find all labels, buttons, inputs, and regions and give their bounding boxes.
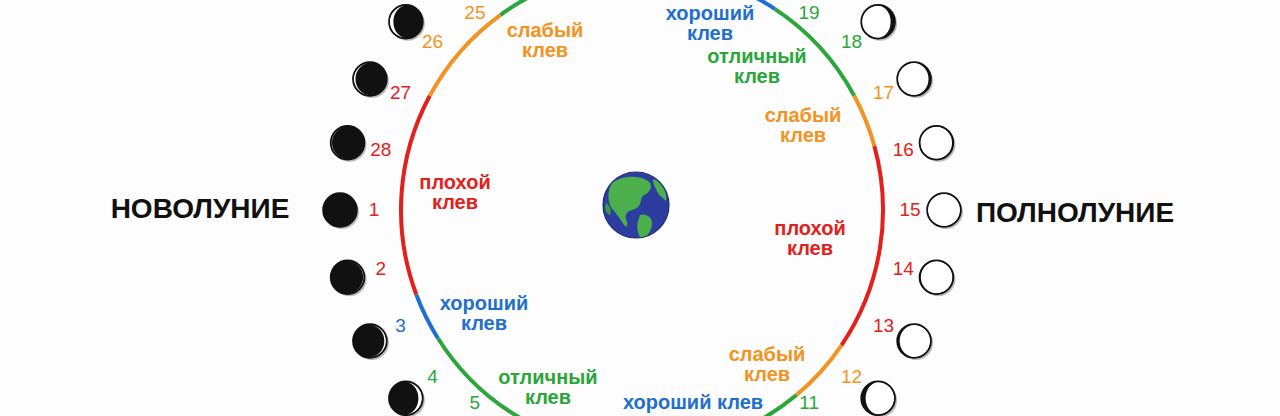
- moon-outline: [919, 126, 953, 160]
- moon-phase-icon: [919, 126, 955, 162]
- moon-outline: [389, 5, 423, 39]
- moon-outline: [323, 193, 357, 227]
- moon-dark: [331, 260, 365, 294]
- moon-phase-icon: [927, 193, 963, 229]
- moon-outline: [897, 62, 931, 96]
- moon-phase-icon: [897, 324, 933, 360]
- moon-outline: [353, 62, 387, 96]
- bite-label: отличный клев: [498, 367, 597, 407]
- moon-outline: [919, 260, 953, 294]
- day-number: 4: [427, 367, 438, 388]
- day-number: 27: [390, 83, 411, 104]
- moon-dark: [353, 324, 387, 358]
- moon-outline: [927, 193, 961, 227]
- moon-dark: [919, 260, 953, 294]
- moon-dark: [919, 126, 953, 160]
- bite-label: плохой клев: [419, 172, 490, 212]
- moon-phase-icon: [331, 260, 367, 296]
- earth-outline: [603, 172, 669, 238]
- moon-lit: [900, 325, 930, 357]
- day-number: 18: [841, 32, 862, 53]
- moon-phase-icon: [389, 381, 425, 416]
- day-number: 16: [893, 140, 914, 161]
- moon-phase-icon: [353, 324, 389, 360]
- moon-outline: [861, 5, 895, 39]
- moon-phase-icon: [861, 5, 897, 41]
- moon-dark: [389, 381, 423, 415]
- bite-label: хороший клев: [623, 392, 763, 412]
- earth-globe: [603, 172, 669, 241]
- moon-lit: [862, 6, 891, 38]
- day-number: 25: [464, 3, 485, 24]
- day-number: 1: [369, 200, 380, 221]
- moon-outline: [861, 381, 895, 415]
- day-number: 19: [799, 3, 820, 24]
- day-number: 26: [422, 32, 443, 53]
- bite-arc: [430, 15, 501, 96]
- bite-label: слабый клев: [507, 20, 584, 60]
- bite-label: хороший клев: [666, 3, 755, 43]
- moon-phase-icon: [331, 126, 367, 162]
- day-number: 3: [395, 316, 406, 337]
- bite-label: слабый клев: [765, 105, 842, 145]
- moon-phase-icon: [861, 381, 897, 416]
- moon-phase-icon: [353, 62, 389, 98]
- day-number: 15: [899, 200, 920, 221]
- moon-lit: [898, 63, 928, 95]
- day-number: 2: [375, 259, 386, 280]
- moon-lit: [866, 382, 895, 414]
- earth-ocean: [603, 172, 669, 238]
- moon-dark: [389, 5, 423, 39]
- moon-dark: [861, 5, 895, 39]
- day-number: 5: [470, 393, 481, 414]
- moon-dark: [897, 62, 931, 96]
- moon-dark: [331, 126, 365, 160]
- moon-phase-icon: [919, 260, 955, 296]
- moon-outline: [353, 324, 387, 358]
- moon-ring: [323, 0, 963, 416]
- moon-lit: [928, 194, 960, 226]
- moon-outline: [331, 126, 365, 160]
- moon-lit: [921, 261, 953, 293]
- day-number: 12: [841, 367, 862, 388]
- moon-dark: [353, 62, 387, 96]
- moon-phase-icon: [323, 193, 359, 229]
- day-number: 14: [893, 259, 914, 280]
- earth-continent: [605, 203, 611, 215]
- phase-title: ПОЛНОЛУНИЕ: [976, 198, 1174, 229]
- day-number: 11: [799, 393, 819, 414]
- bite-label: плохой клев: [774, 218, 845, 258]
- bite-arc: [401, 96, 430, 295]
- bite-arc: [854, 96, 874, 146]
- bite-label: отличный клев: [707, 46, 806, 86]
- moon-lit: [920, 127, 952, 159]
- day-number: 17: [873, 83, 894, 104]
- moon-dark: [927, 193, 961, 227]
- moon-phase-icon: [389, 5, 425, 41]
- bite-label: слабый клев: [729, 344, 806, 384]
- moon-dark: [897, 324, 931, 358]
- moon-dark: [323, 193, 357, 227]
- moon-outline: [331, 260, 365, 294]
- day-number: 13: [873, 316, 894, 337]
- bite-arc: [416, 295, 438, 339]
- bite-arc: [500, 0, 588, 15]
- moon-dark: [861, 381, 895, 415]
- day-number: 28: [370, 140, 391, 161]
- moon-phase-icon: [897, 62, 933, 98]
- moon-outline: [389, 381, 423, 415]
- phase-title: НОВОЛУНИЕ: [111, 194, 290, 225]
- bite-label: хороший клев: [440, 293, 529, 333]
- bite-ring: [401, 0, 883, 416]
- moon-outline: [897, 324, 931, 358]
